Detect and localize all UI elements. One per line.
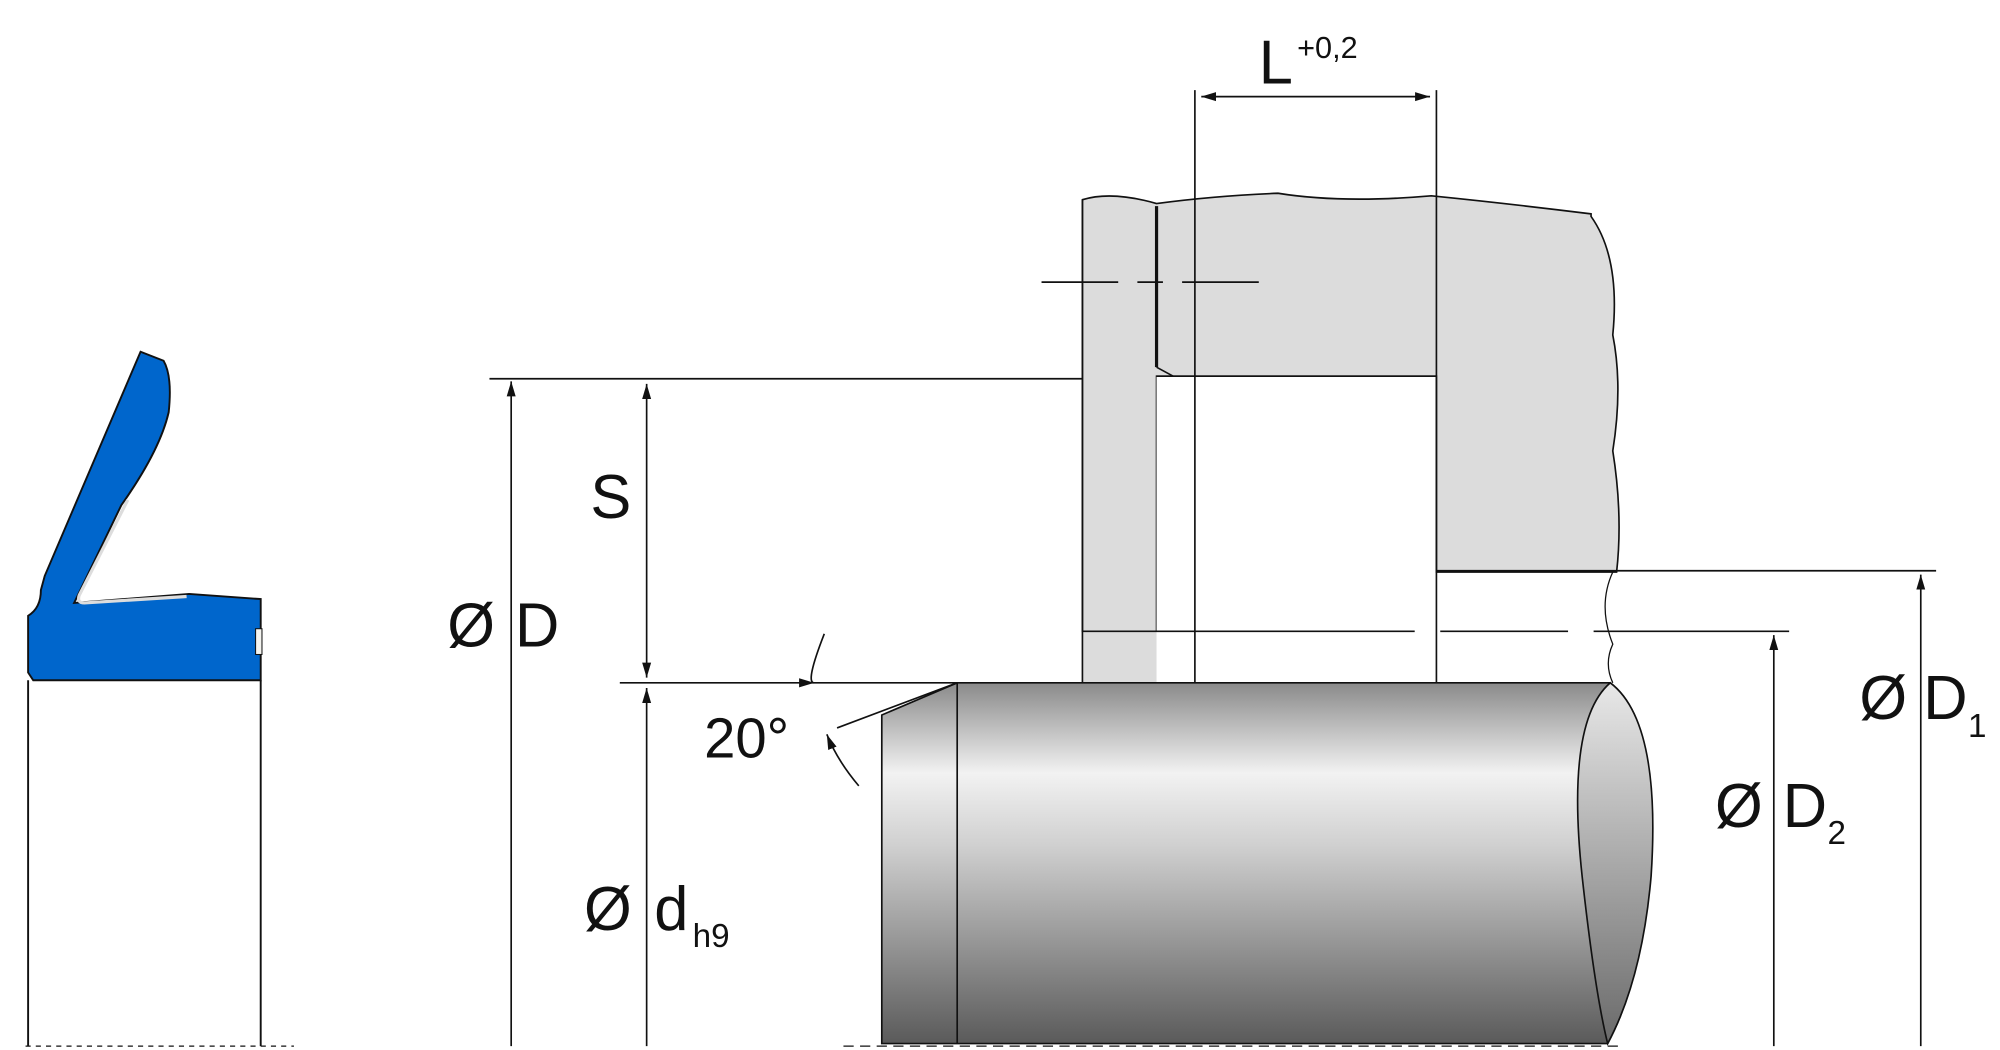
seal-body <box>27 350 262 682</box>
dimension-labels: L +0,2 S Ø D 20° Ø d h9 Ø D 1 Ø D 2 <box>447 29 1986 955</box>
shaft-diameter-label: d <box>654 875 688 944</box>
shaft-tolerance-label: h9 <box>693 918 730 955</box>
diameter-2-label: D <box>1783 772 1827 841</box>
shaft <box>843 681 1654 1047</box>
section-label: S <box>590 463 631 532</box>
diameter-1-subscript: 1 <box>1968 708 1986 745</box>
shaft-diameter-symbol: Ø <box>584 875 632 944</box>
length-tolerance-label: +0,2 <box>1297 30 1358 65</box>
spring-insert <box>77 499 187 605</box>
bore-diameter-symbol: Ø <box>447 592 495 661</box>
angle-label: 20° <box>704 706 789 769</box>
bore-diameter-label: D <box>515 592 559 661</box>
housing <box>1041 90 1790 690</box>
diameter-1-label: D <box>1923 664 1967 733</box>
dimension-lines <box>489 92 1937 1047</box>
seal-profile <box>25 350 294 1047</box>
diameter-2-symbol: Ø <box>1715 772 1763 841</box>
diameter-2-subscript: 2 <box>1827 815 1845 852</box>
diameter-1-symbol: Ø <box>1859 664 1907 733</box>
length-label: L <box>1259 29 1293 98</box>
